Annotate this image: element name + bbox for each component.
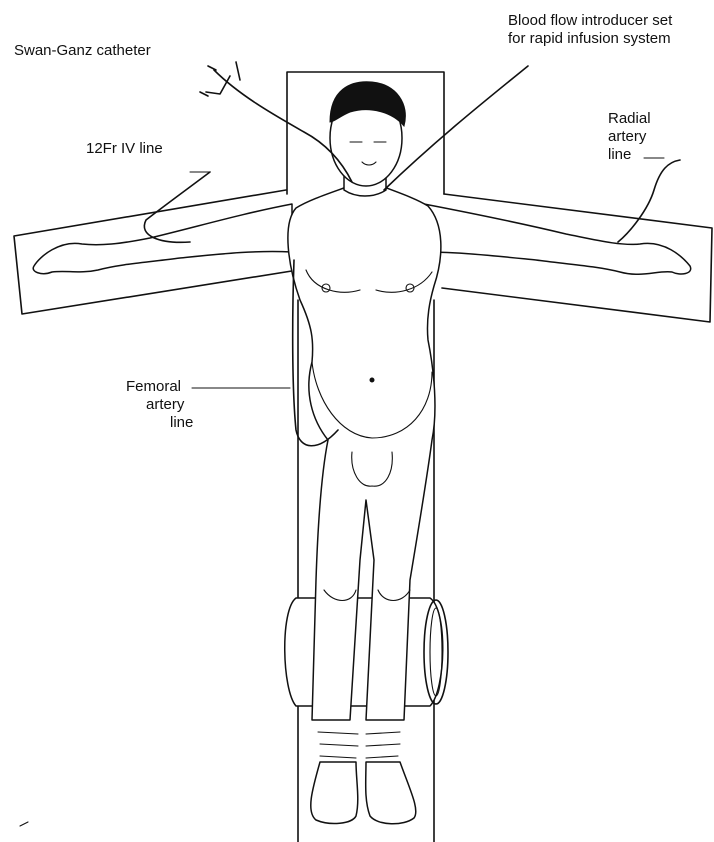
radial-label-line1: Radial xyxy=(608,110,651,127)
small-mark xyxy=(20,822,28,826)
leg-roll-cushion xyxy=(285,598,448,706)
radial-artery-tube xyxy=(618,160,680,242)
radial-label-line2: artery xyxy=(608,128,646,145)
blood-flow-label-line2: for rapid infusion system xyxy=(508,30,671,47)
femoral-label-line3: line xyxy=(170,414,193,431)
blood-flow-introducer-line xyxy=(384,66,528,190)
femoral-label-line1: Femoral xyxy=(126,378,181,395)
blood-flow-label-line1: Blood flow introducer set xyxy=(508,12,672,29)
swan-ganz-label: Swan-Ganz catheter xyxy=(14,42,151,59)
femoral-label-line2: artery xyxy=(146,396,184,413)
patient-body xyxy=(33,82,690,824)
radial-label-line3: line xyxy=(608,146,631,163)
swan-ganz-catheter xyxy=(200,62,352,182)
iv-line-label: 12Fr IV line xyxy=(86,140,163,157)
